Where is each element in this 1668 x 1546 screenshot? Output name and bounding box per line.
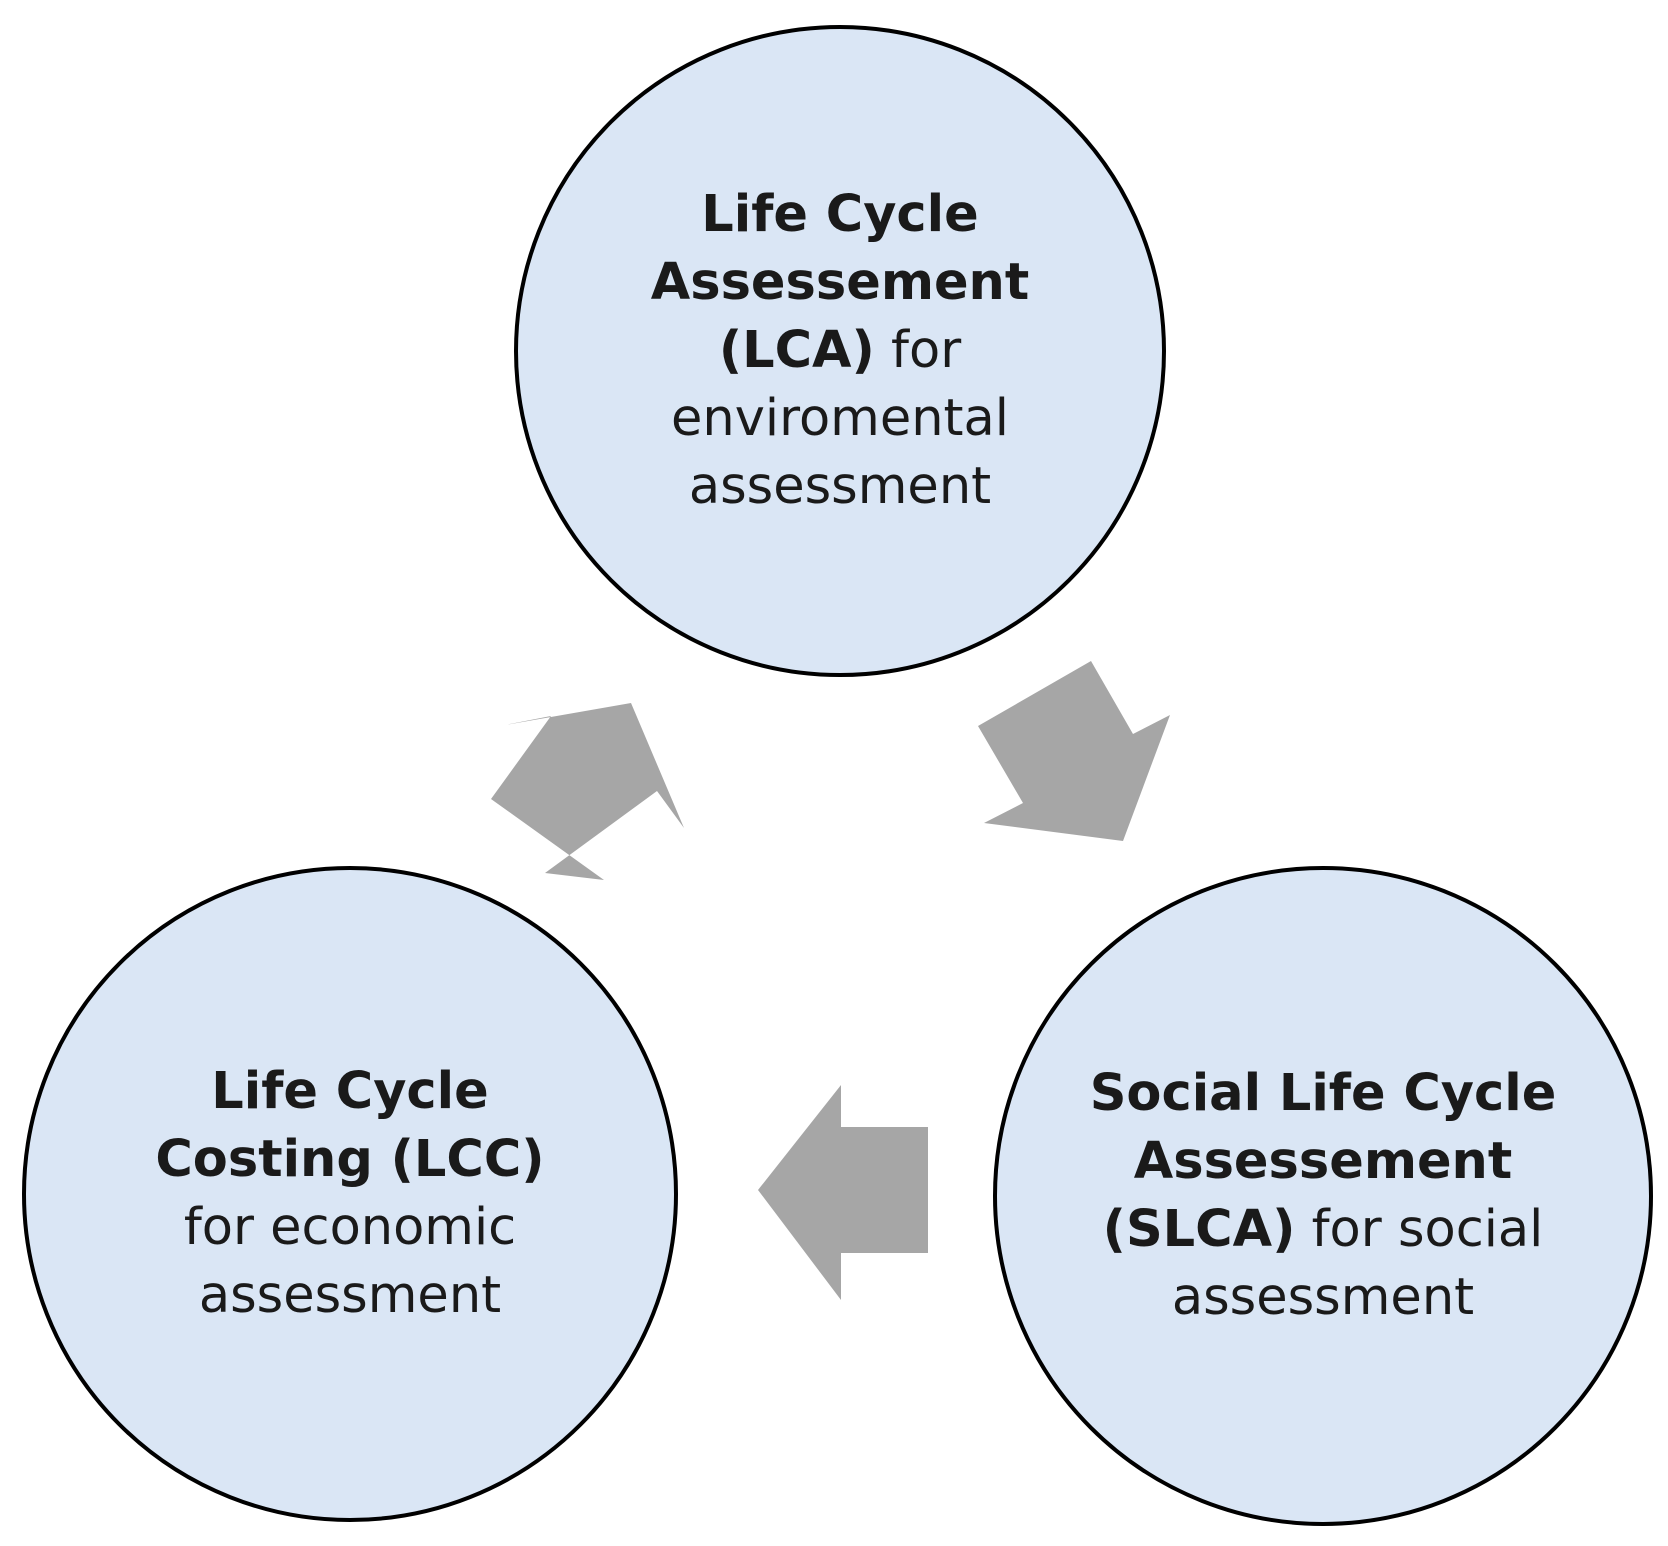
lcc-circle: Life Cycle Costing (LCC) for economic as…: [22, 866, 678, 1522]
slca-label: Social Life Cycle Assessement (SLCA) for…: [1088, 1060, 1558, 1331]
slca-circle: Social Life Cycle Assessement (SLCA) for…: [993, 866, 1653, 1526]
lca-label-bold: Life Cycle Assessement (LCA): [650, 185, 1030, 381]
arrow-lcc-to-lca: [491, 703, 684, 880]
arrow-lca-to-slca: [978, 661, 1170, 841]
arrow-slca-to-lcc: [758, 1085, 928, 1300]
lcc-label-rest: for economic assessment: [183, 1198, 517, 1325]
lca-label-rest: for enviromental assessment: [671, 321, 1009, 516]
lca-circle: Life Cycle Assessement (LCA) for envirom…: [514, 25, 1166, 677]
lcc-label: Life Cycle Costing (LCC) for economic as…: [115, 1058, 585, 1329]
slca-label-bold: Social Life Cycle Assessement (SLCA): [1089, 1064, 1557, 1259]
lca-label: Life Cycle Assessement (LCA) for envirom…: [625, 181, 1055, 520]
slca-label-rest: for social assessment: [1171, 1200, 1544, 1327]
lcc-label-bold: Life Cycle Costing (LCC): [155, 1062, 545, 1190]
